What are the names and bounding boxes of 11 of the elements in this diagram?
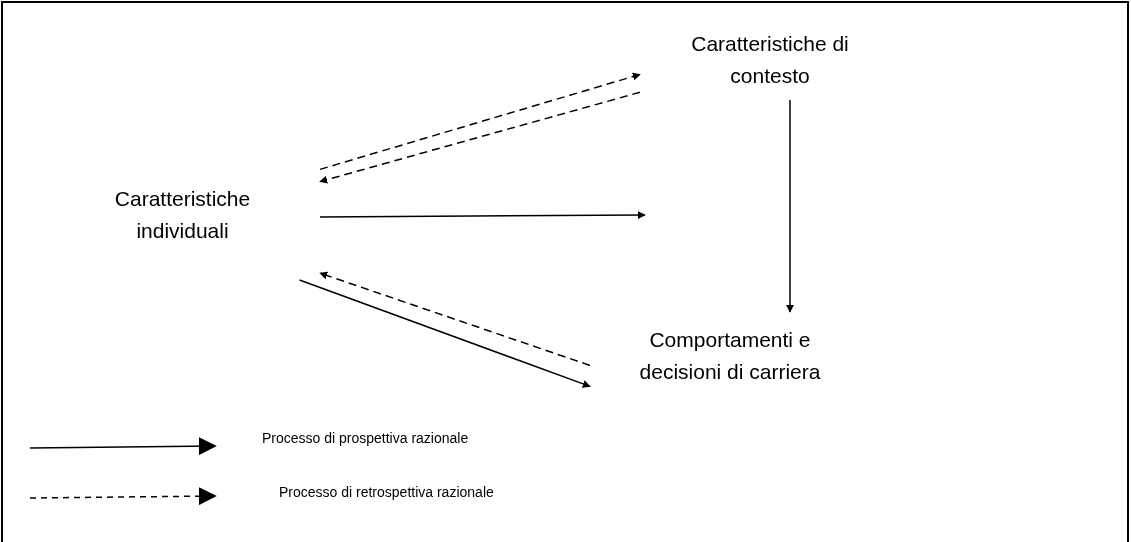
arrow <box>786 99 794 313</box>
legend-label: Processo di prospettiva razionale <box>262 429 469 448</box>
arrow <box>319 72 641 171</box>
arrow <box>319 91 641 184</box>
node-label: Caratteristiche di contesto <box>690 31 850 89</box>
arrow <box>319 271 591 367</box>
arrow <box>298 279 591 388</box>
node-label: Caratteristiche individuali <box>113 186 252 244</box>
node-label: Comportamenti e decisioni di carriera <box>638 327 822 385</box>
arrow <box>319 211 646 220</box>
legend-label: Processo di retrospettiva razionale <box>279 483 494 502</box>
